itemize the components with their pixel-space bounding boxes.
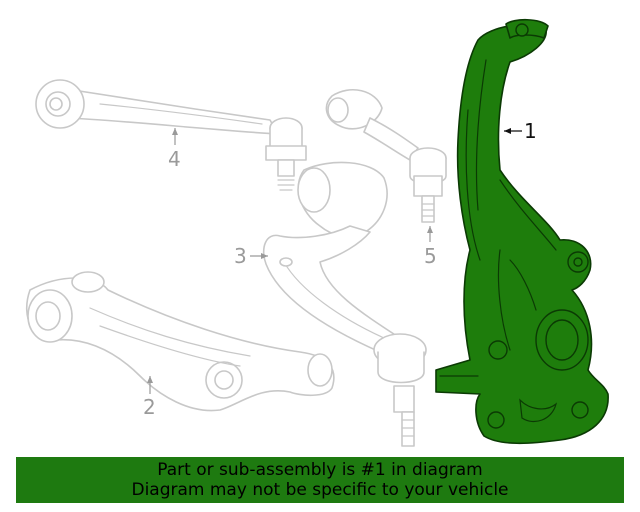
part-5-upper-link[interactable] [325, 88, 447, 223]
banner-line-1: Part or sub-assembly is #1 in diagram [157, 460, 483, 480]
part-3-lower-arm[interactable] [262, 161, 427, 447]
callout-3-label: 3 [234, 244, 247, 268]
callout-1-label: 1 [524, 119, 537, 143]
callout-4[interactable]: 4 [168, 128, 181, 171]
callout-3[interactable]: 3 [234, 244, 268, 268]
callout-5-label: 5 [424, 244, 437, 268]
callout-5[interactable]: 5 [424, 226, 437, 268]
callout-4-label: 4 [168, 147, 181, 171]
info-banner: Part or sub-assembly is #1 in diagram Di… [16, 457, 624, 503]
callout-1[interactable]: 1 [504, 119, 537, 143]
part-2-lower-arm[interactable] [25, 271, 335, 412]
callout-2-label: 2 [143, 395, 156, 419]
parts-diagram: 1 4 3 5 2 [25, 18, 609, 447]
callout-2[interactable]: 2 [143, 376, 156, 419]
part-4-upper-arm[interactable] [35, 79, 307, 191]
part-1-steering-knuckle[interactable] [435, 18, 609, 445]
banner-line-2: Diagram may not be specific to your vehi… [131, 480, 509, 500]
